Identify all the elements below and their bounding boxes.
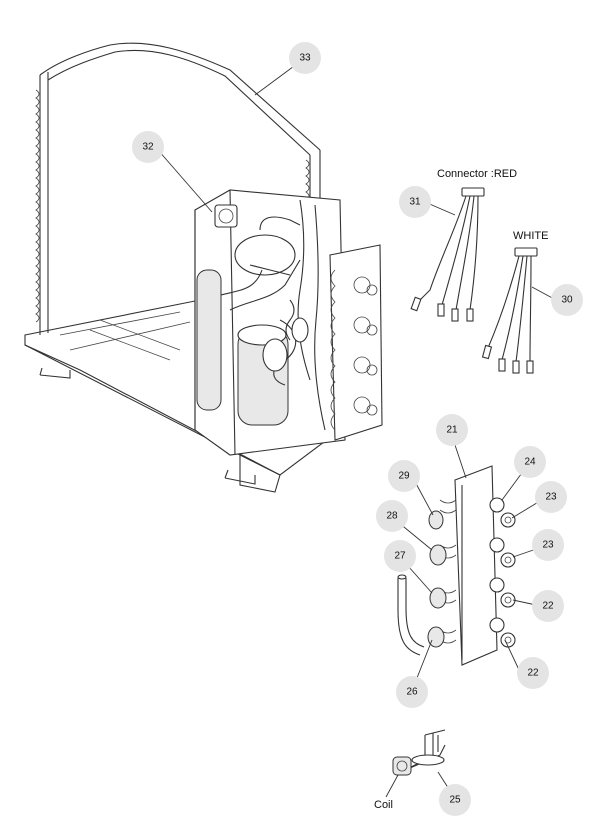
outdoor-unit-assembly	[24, 42, 383, 493]
svg-text:23: 23	[545, 492, 557, 503]
svg-text:29: 29	[398, 471, 410, 482]
svg-text:32: 32	[142, 142, 154, 153]
svg-text:22: 22	[527, 668, 539, 679]
svg-text:23: 23	[542, 540, 554, 551]
balloon-33: 33	[289, 42, 321, 74]
svg-text:27: 27	[394, 551, 406, 562]
svg-text:21: 21	[446, 425, 458, 436]
svg-text:22: 22	[542, 601, 554, 612]
svg-text:33: 33	[299, 53, 311, 64]
connector-red-harness	[410, 187, 485, 322]
balloon-28: 28	[376, 500, 408, 532]
balloon-22-lower: 22	[517, 657, 549, 689]
balloon-23-lower: 23	[532, 529, 564, 561]
balloon-21: 21	[436, 414, 468, 446]
balloon-32: 32	[132, 131, 164, 163]
svg-text:25: 25	[449, 795, 461, 806]
coil-label: Coil	[374, 799, 393, 811]
balloon-26: 26	[396, 676, 428, 708]
balloon-25: 25	[439, 784, 471, 816]
connector-white-label: WHITE	[513, 230, 548, 242]
balloon-29: 29	[388, 460, 420, 492]
connector-red-label: Connector :RED	[437, 168, 517, 180]
balloon-24: 24	[514, 446, 546, 478]
svg-text:31: 31	[409, 197, 421, 208]
balloon-23-upper: 23	[535, 481, 567, 513]
svg-text:28: 28	[386, 511, 398, 522]
svg-text:30: 30	[561, 295, 573, 306]
svg-text:26: 26	[406, 687, 418, 698]
balloon-22-upper: 22	[532, 590, 564, 622]
balloon-31: 31	[399, 186, 431, 218]
balloon-30: 30	[551, 284, 583, 316]
balloon-27: 27	[384, 540, 416, 572]
service-valve-assembly	[397, 465, 516, 666]
expansion-valve-coil	[392, 729, 446, 776]
svg-text:24: 24	[524, 457, 536, 468]
connector-white-harness	[481, 247, 538, 374]
